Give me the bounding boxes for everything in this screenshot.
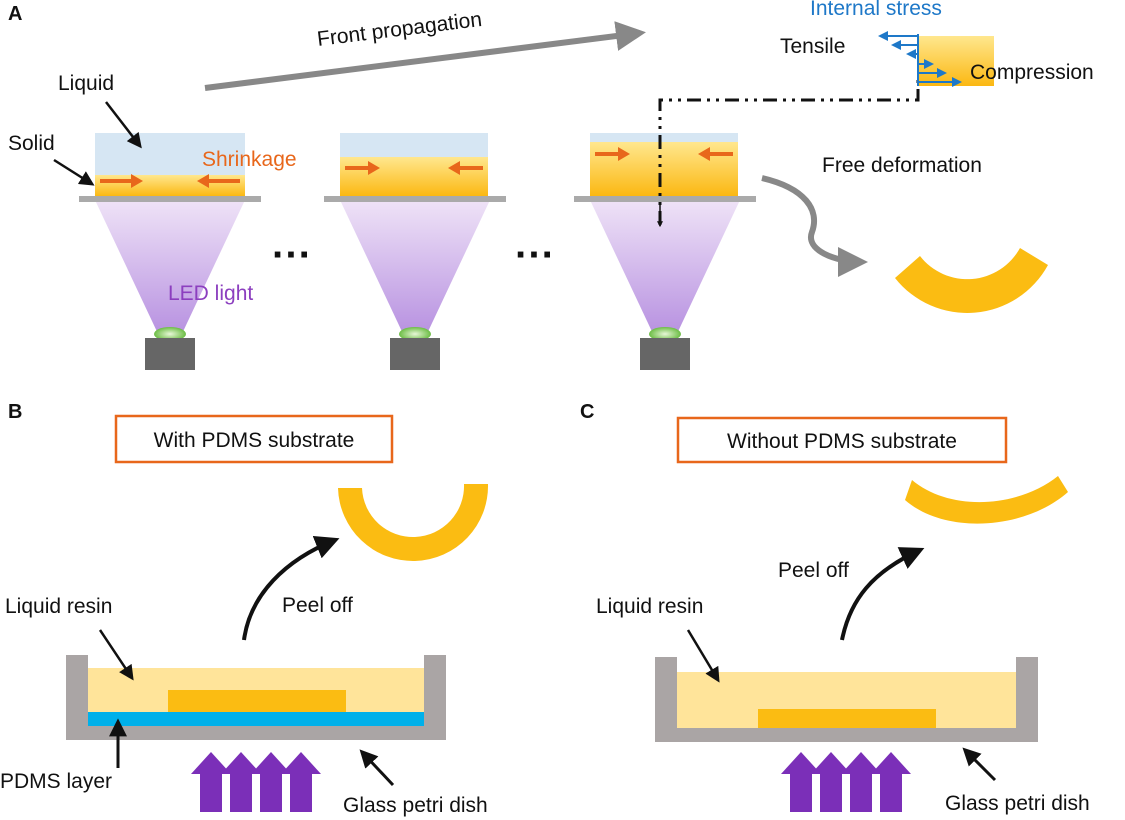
dish-bottom [655, 728, 1038, 742]
stress-profile-arrows [878, 31, 962, 87]
pdms-layer [88, 712, 424, 726]
panel-c-label: C [580, 401, 594, 423]
shrinkage-arrowhead [131, 174, 143, 188]
solid-layer [95, 175, 245, 196]
shrinkage-arrowhead [368, 161, 380, 175]
solid-pointer [53, 158, 95, 186]
tensile-label: Tensile [780, 35, 845, 58]
liquid-label: Liquid [58, 72, 114, 95]
front-propagation-arrow [204, 21, 646, 91]
shrinkage-label: Shrinkage [202, 148, 297, 171]
led-light-label: LED light [168, 282, 253, 305]
glass-plate [79, 196, 261, 202]
liquid-layer [340, 133, 488, 157]
ellipsis-1: ··· [272, 233, 312, 277]
dish-bottom [66, 726, 446, 740]
curved-part-c [905, 476, 1068, 524]
led-dome [399, 327, 431, 341]
panel-b-title-box [114, 414, 394, 464]
petri-dish-c [655, 657, 1038, 742]
light-cone [95, 200, 245, 338]
uv-arrow [191, 752, 231, 812]
peel-off-label-c: Peel off [778, 559, 849, 582]
compression-label: Compression [970, 61, 1094, 84]
uv-arrow [781, 752, 821, 812]
panel-c-title: Without PDMS substrate [727, 430, 957, 453]
shrinkage-arrowhead [698, 147, 710, 161]
liquid-resin-label-b: Liquid resin [5, 595, 112, 618]
petri-dish-b [66, 655, 446, 740]
dish-wall-left [655, 657, 677, 742]
led-base [640, 338, 690, 370]
led-base [145, 338, 195, 370]
glass-dish-pointer-c [962, 747, 997, 782]
glass-plate [324, 196, 506, 202]
cured-part [758, 709, 936, 728]
peel-off-label-b: Peel off [282, 594, 353, 617]
uv-arrow [811, 752, 851, 812]
curved-part-b [338, 484, 489, 561]
cured-part [168, 690, 346, 712]
liquid-resin-label-c: Liquid resin [596, 595, 703, 618]
shrinkage-arrowhead [197, 174, 209, 188]
peel-off-arrow-c [840, 547, 925, 641]
solid-label: Solid [8, 132, 55, 155]
stage-2 [324, 133, 506, 370]
panel-a-label: A [8, 3, 22, 25]
led-dome [649, 327, 681, 341]
led-dome [154, 327, 186, 341]
liquid-layer [590, 133, 738, 142]
liquid-pointer [105, 101, 142, 149]
dish-wall-right [424, 655, 446, 740]
solid-layer [590, 142, 738, 196]
peel-off-arrow-b [242, 535, 340, 641]
light-cone [340, 200, 490, 338]
stage-3 [574, 133, 756, 370]
solid-layer [340, 157, 488, 196]
uv-arrows-b [191, 752, 321, 812]
panel-b-title: With PDMS substrate [154, 429, 355, 452]
liquid-resin-pointer-c [686, 629, 720, 683]
panel-c-title-box [676, 416, 1008, 464]
uv-arrows-c [781, 752, 911, 812]
pdms-layer-label: PDMS layer [0, 770, 112, 793]
dish-wall-left [66, 655, 88, 740]
curved-part-a [895, 248, 1048, 313]
uv-arrow [871, 752, 911, 812]
liquid-resin-pointer-b [98, 629, 134, 681]
glass-petri-dish-label-b: Glass petri dish [343, 794, 488, 817]
stage-1 [79, 133, 261, 370]
uv-arrow [221, 752, 261, 812]
dish-wall-right [1016, 657, 1038, 742]
free-deformation-arrow [761, 175, 868, 277]
glass-plate [574, 196, 756, 202]
uv-arrow [251, 752, 291, 812]
glass-petri-dish-label-c: Glass petri dish [945, 792, 1090, 815]
ellipsis-2: ··· [515, 233, 555, 277]
callout-dashdot-line [658, 80, 920, 225]
liquid-layer [95, 133, 245, 175]
glass-dish-pointer-b [359, 749, 395, 787]
light-cone [590, 200, 740, 338]
internal-stress-label: Internal stress [810, 0, 942, 20]
shrinkage-arrowhead [448, 161, 460, 175]
led-base [390, 338, 440, 370]
panel-b-label: B [8, 401, 22, 423]
uv-arrow [841, 752, 881, 812]
front-propagation-label: Front propagation [316, 8, 483, 51]
free-deformation-label: Free deformation [822, 154, 982, 177]
shrinkage-arrowhead [618, 147, 630, 161]
uv-arrow [281, 752, 321, 812]
